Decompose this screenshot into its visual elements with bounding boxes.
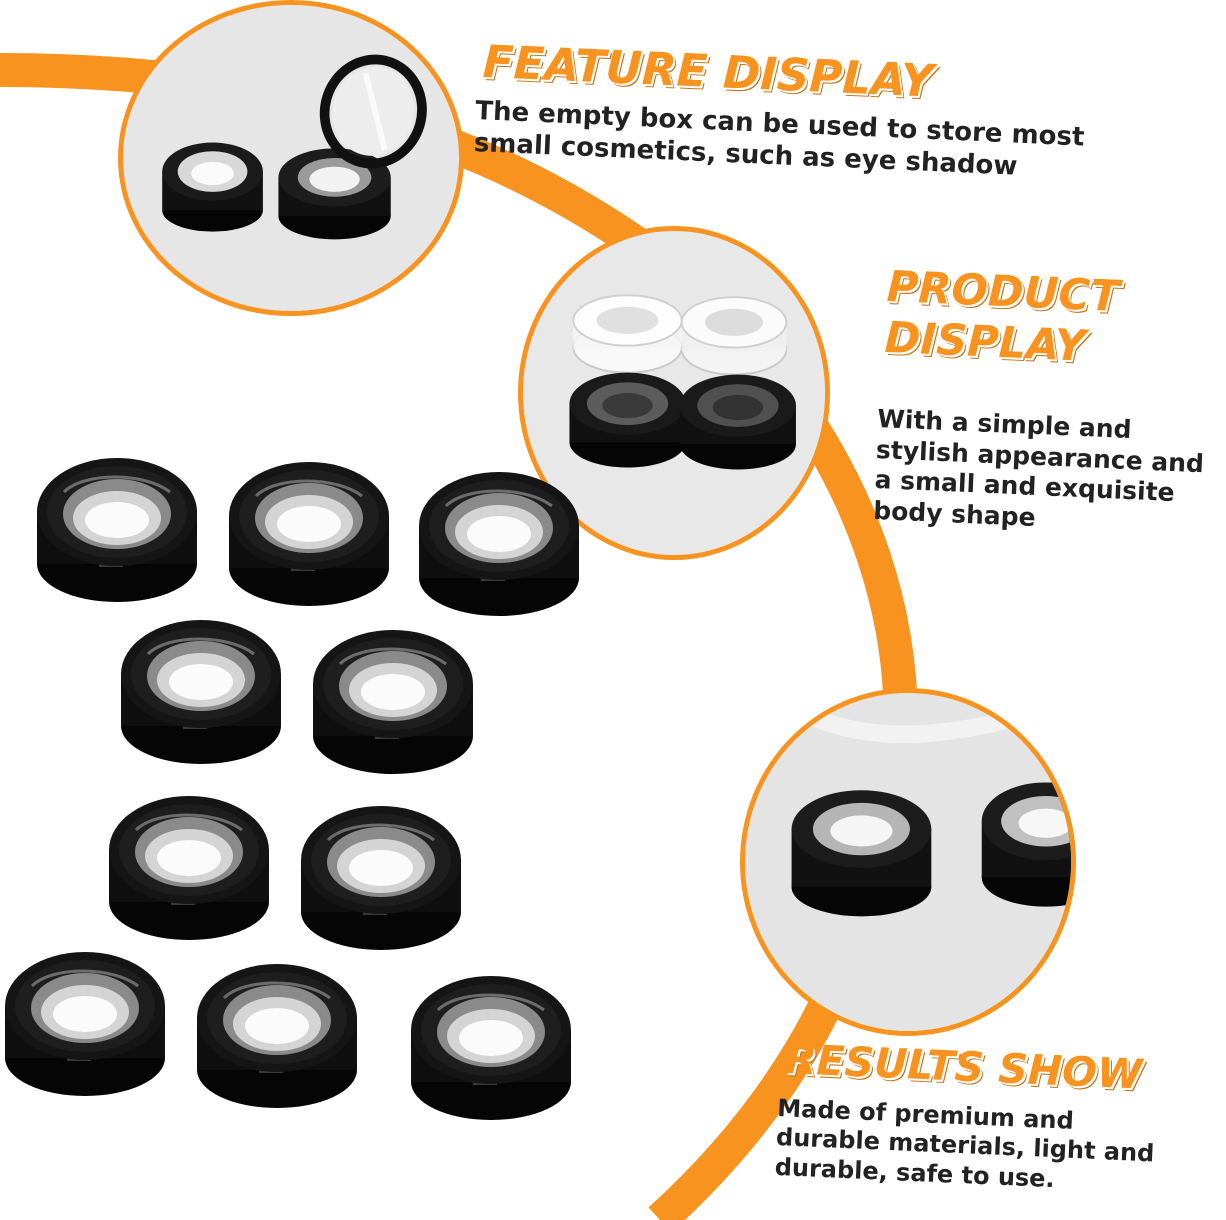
product-photo-circle xyxy=(518,226,830,560)
results-photo xyxy=(745,693,1071,1031)
product-display-description: With a simple and stylish appearance and… xyxy=(872,404,1205,532)
jar-icon xyxy=(311,628,475,776)
product-photo xyxy=(523,231,825,555)
feature-photo xyxy=(123,5,459,311)
feature-photo-circle xyxy=(118,0,464,316)
results-photo-circle xyxy=(740,688,1076,1036)
jar-icon xyxy=(195,962,359,1110)
product-display-heading: PRODUCT DISPLAY xyxy=(883,262,1121,372)
jar-icon xyxy=(227,460,391,608)
jar-icon xyxy=(417,470,581,618)
jar-icon xyxy=(299,804,463,952)
jar-icon xyxy=(3,950,167,1098)
jar-icon xyxy=(107,794,271,942)
jar-icon xyxy=(409,974,573,1122)
jar-icon xyxy=(119,618,283,766)
jar-icon xyxy=(35,456,199,604)
results-show-description: Made of premium and durable materials, l… xyxy=(774,1094,1155,1193)
